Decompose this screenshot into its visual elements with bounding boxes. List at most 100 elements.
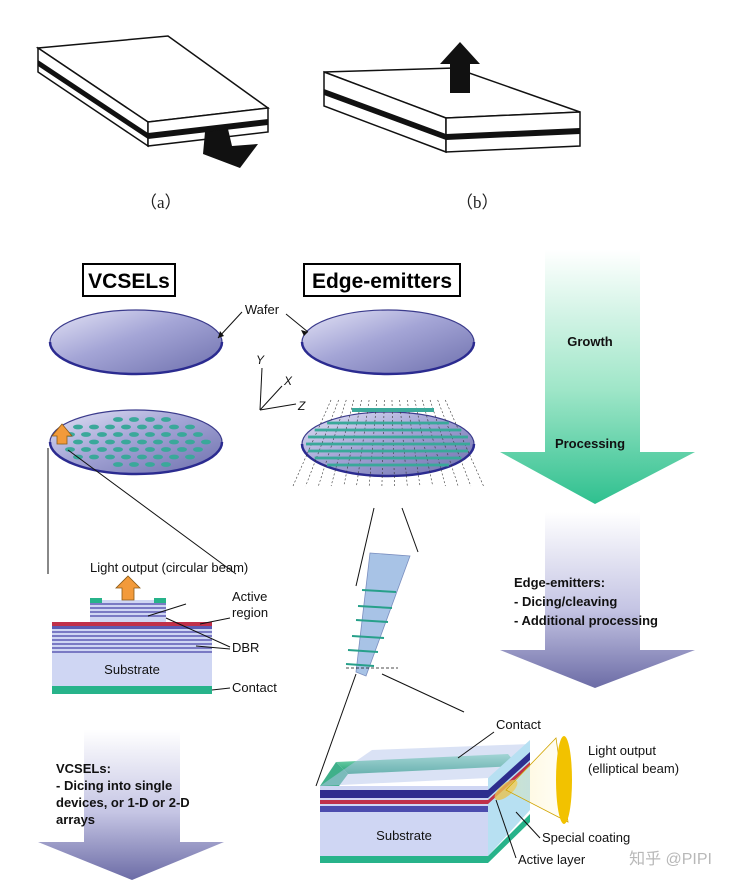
active-region-label-2: region	[232, 605, 268, 620]
edge-stripe-array	[292, 399, 484, 487]
panel-a-label: （a）	[140, 193, 182, 212]
vcsel-device-dot	[65, 447, 75, 452]
vcsels-title: VCSELs	[88, 270, 170, 293]
vcsel-device-dot	[97, 432, 107, 437]
vcsel-device-dot	[153, 424, 163, 430]
light-output-elliptical-label-1: Light output	[588, 743, 656, 758]
vcsel-device-dot	[121, 424, 131, 430]
vcsel-device-dot	[89, 439, 99, 445]
laser-stripe	[327, 421, 449, 425]
arrow-edge-emission-a	[203, 129, 258, 168]
vcsel-device-dot	[121, 439, 131, 445]
growth-label: Growth	[567, 334, 613, 349]
contact-label-right: Contact	[496, 717, 541, 732]
laser-stripe	[327, 463, 449, 467]
cleave-line	[343, 399, 362, 487]
edge-emitter-chip	[320, 740, 530, 863]
vcsel-device-dot	[129, 447, 139, 452]
active-region-label-1: Active	[232, 589, 267, 604]
vcsel-device-dot	[201, 439, 211, 445]
laser-stripe	[314, 456, 462, 460]
contact-label-left: Contact	[232, 680, 277, 695]
vcsel-device-dot	[161, 417, 171, 422]
panel-b-chip	[323, 42, 581, 154]
vcsel-device-dot	[177, 432, 187, 437]
vcsel-device-dot	[113, 417, 123, 422]
dicing-arrow-left	[38, 730, 224, 880]
laser-stripe	[308, 435, 468, 439]
vcsel-device-dot	[129, 462, 139, 467]
light-output-circular-label: Light output (circular beam)	[90, 560, 248, 575]
vcsel-device-dot	[145, 432, 155, 437]
vcsel-device-dot	[177, 447, 187, 452]
vcsel-device-dot	[145, 462, 155, 467]
orange-arrow-output	[115, 575, 141, 601]
axis-x-label: X	[283, 374, 293, 388]
laser-stripe	[308, 449, 468, 453]
cleave-line	[305, 399, 339, 487]
vcsel-device-dot	[81, 447, 91, 452]
vcsel-device-dot	[169, 424, 179, 430]
vcsel-device-dot	[105, 439, 115, 445]
watermark: 知乎 @PIPI	[629, 850, 712, 868]
cleaved-bar-stack	[345, 552, 411, 677]
elliptical-beam	[556, 736, 572, 824]
vcsel-step-3: arrays	[56, 812, 95, 827]
vcsel-device-dot	[169, 454, 179, 460]
cleave-line	[406, 399, 421, 487]
wafer-label: Wafer	[245, 302, 280, 317]
edge-step-2: - Additional processing	[514, 613, 658, 628]
vcsel-device-dot	[161, 432, 171, 437]
panel-b-label: （b）	[456, 193, 499, 212]
vcsel-device-dot	[113, 447, 123, 452]
vcsel-device-dot	[97, 447, 107, 452]
growth-processing-arrow	[500, 250, 695, 504]
vcsel-device-dot	[81, 432, 91, 437]
special-coating-label: Special coating	[542, 830, 630, 845]
panel-a-chip	[35, 35, 271, 168]
vcsel-step-2: devices, or 1-D or 2-D	[56, 795, 190, 810]
vcsel-device-dot	[161, 447, 171, 452]
cleave-line	[437, 399, 472, 487]
dicing-arrow-right	[500, 512, 695, 688]
vcsel-device-dot	[185, 424, 195, 430]
vcsel-device-dot	[89, 424, 99, 430]
vcsel-device-dot	[145, 417, 155, 422]
vcsel-device-dot	[137, 424, 147, 430]
vcsel-device-dot	[113, 462, 123, 467]
laser-stripe	[314, 428, 462, 432]
vcsel-device-dot	[169, 439, 179, 445]
vcsel-device-dot	[105, 424, 115, 430]
vcsel-device-dot	[153, 439, 163, 445]
vcsel-device-dot	[105, 454, 115, 460]
axes-icon	[259, 367, 297, 411]
edge-steps-title: Edge-emitters:	[514, 575, 605, 590]
substrate-label-left: Substrate	[104, 662, 160, 677]
dbr-label: DBR	[232, 640, 259, 655]
vcsel-device-dot	[137, 439, 147, 445]
cleave-line	[414, 399, 433, 487]
axis-y-label: Y	[256, 353, 265, 367]
edge-step-1: - Dicing/cleaving	[514, 594, 617, 609]
cleave-line	[356, 399, 370, 487]
vcsel-device-dot	[137, 454, 147, 460]
arrow-surface-emission-b	[440, 42, 480, 93]
edge-emitters-title: Edge-emitters	[312, 270, 452, 293]
vcsel-device-dot	[193, 432, 203, 437]
vcsel-device-dot	[129, 432, 139, 437]
vcsel-device-dot	[153, 454, 163, 460]
vcsel-device-dot	[129, 417, 139, 422]
orange-arrow-small	[51, 423, 73, 445]
vcsel-device-dot	[193, 447, 203, 452]
laser-stripe	[306, 442, 470, 446]
vcsels-title-box	[82, 263, 176, 297]
vcsel-step-1: - Dicing into single	[56, 778, 172, 793]
vcsel-device-dot	[73, 424, 83, 430]
vcsel-steps-title: VCSELs:	[56, 761, 111, 776]
vcsel-device-dot	[185, 454, 195, 460]
substrate-label-right: Substrate	[376, 828, 432, 843]
vcsel-device-dot	[89, 454, 99, 460]
processing-label: Processing	[555, 436, 625, 451]
vcsel-dot-array	[57, 417, 211, 467]
